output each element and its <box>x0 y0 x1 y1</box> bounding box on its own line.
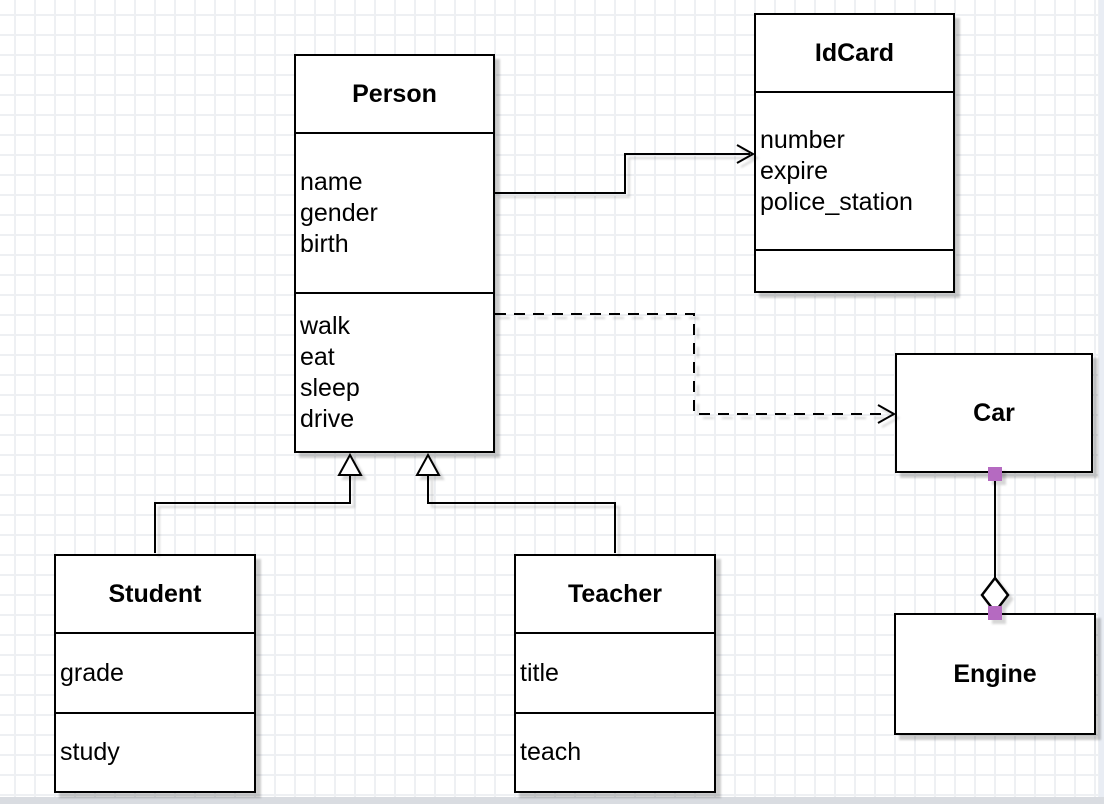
attribute-row: expire <box>760 156 829 185</box>
attribute-row: grade <box>60 658 124 687</box>
class-title-car: Car <box>973 398 1015 427</box>
class-title-student: Student <box>56 556 254 634</box>
hollow-triangle-arrowhead-icon <box>337 452 363 476</box>
attributes-compartment-teacher: title <box>516 634 714 714</box>
methods-compartment-person: walk eat sleep drive <box>296 294 493 451</box>
attribute-row: gender <box>300 198 378 227</box>
connector-person-car[interactable] <box>495 313 897 424</box>
connector-student-person[interactable] <box>154 452 363 553</box>
attribute-row: birth <box>300 229 349 258</box>
method-row: walk <box>300 311 351 340</box>
connection-endpoint-marker[interactable] <box>988 467 1002 481</box>
methods-compartment-student: study <box>56 714 254 791</box>
hollow-triangle-arrowhead-icon <box>415 452 441 476</box>
method-row: drive <box>300 404 355 433</box>
method-row: eat <box>300 342 335 371</box>
class-title-teacher: Teacher <box>516 556 714 634</box>
connector-teacher-person[interactable] <box>415 452 616 553</box>
class-title-idcard: IdCard <box>756 15 953 93</box>
connection-endpoint-marker[interactable] <box>988 606 1002 620</box>
page-edge-bottom <box>0 797 1104 804</box>
page-edge-right <box>1099 0 1104 797</box>
class-box-car[interactable]: Car <box>895 353 1093 473</box>
method-row: teach <box>520 738 582 766</box>
methods-compartment-teacher: teach <box>516 714 714 791</box>
attribute-row: number <box>760 125 845 154</box>
open-arrowhead-icon <box>736 144 756 164</box>
class-title-person: Person <box>296 56 493 134</box>
class-box-idcard[interactable]: IdCard number expire police_station <box>754 13 955 293</box>
attribute-row: title <box>520 658 559 687</box>
class-box-student[interactable]: Student grade study <box>54 554 256 793</box>
class-title-engine: Engine <box>953 659 1037 688</box>
attribute-row: name <box>300 167 363 196</box>
open-arrowhead-icon <box>877 404 897 424</box>
class-box-teacher[interactable]: Teacher title teach <box>514 554 716 793</box>
method-row: study <box>60 738 120 766</box>
method-row: sleep <box>300 373 360 402</box>
connector-person-idcard[interactable] <box>495 144 756 194</box>
methods-compartment-idcard-empty <box>756 251 953 291</box>
attribute-row: police_station <box>760 187 913 216</box>
class-box-engine[interactable]: Engine <box>894 613 1096 735</box>
attributes-compartment-idcard: number expire police_station <box>756 93 953 251</box>
attributes-compartment-student: grade <box>56 634 254 714</box>
class-box-person[interactable]: Person name gender birth walk eat sleep … <box>294 54 495 453</box>
attributes-compartment-person: name gender birth <box>296 134 493 294</box>
connector-car-engine[interactable] <box>980 467 1010 620</box>
